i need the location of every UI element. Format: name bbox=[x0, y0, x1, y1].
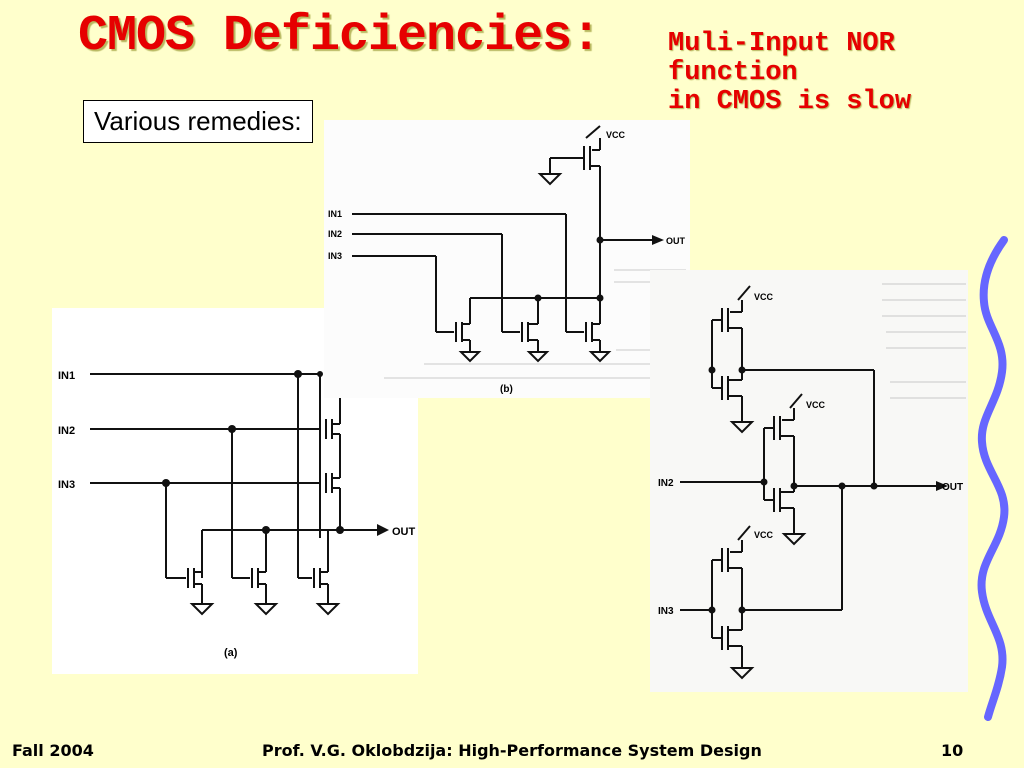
circuit-b-input-1-label: IN1 bbox=[328, 209, 342, 219]
circuit-a-output-label: OUT bbox=[392, 526, 416, 538]
circuit-c-vcc-label-1: VCC bbox=[754, 292, 774, 302]
subtitle-line-2: function bbox=[668, 58, 798, 88]
wavy-border-decoration bbox=[977, 236, 1009, 721]
circuit-b-panel: VCC IN1 IN2 IN3 OUT (b) bbox=[324, 120, 690, 398]
subtitle-line-1: Muli-Input NOR bbox=[668, 29, 895, 59]
footer-page-number: 10 bbox=[941, 741, 964, 760]
circuit-c-output-label: OUT bbox=[942, 482, 963, 493]
circuit-b-input-3-label: IN3 bbox=[328, 251, 342, 261]
footer-date: Fall 2004 bbox=[12, 741, 94, 760]
circuit-a-schematic: IN1 IN2 IN3 OUT (a) bbox=[58, 364, 416, 659]
circuit-c-input-3-label: IN3 bbox=[658, 606, 674, 617]
footer-course: Prof. V.G. Oklobdzija: High-Performance … bbox=[262, 741, 762, 760]
circuit-b-output-label: OUT bbox=[666, 236, 686, 246]
circuit-b-caption: (b) bbox=[500, 384, 513, 395]
slide-subtitle: Muli-Input NOR function in CMOS is slow bbox=[668, 30, 998, 117]
circuit-c-vcc-label-2: VCC bbox=[806, 400, 826, 410]
remedies-callout: Various remedies: bbox=[83, 100, 313, 143]
circuit-b-input-2-label: IN2 bbox=[328, 229, 342, 239]
slide-title: CMOS Deficiencies: bbox=[78, 8, 601, 65]
circuit-b-vcc-label: VCC bbox=[606, 130, 626, 140]
circuit-c-panel: VCC VCC VCC IN2 IN3 OUT bbox=[650, 270, 968, 692]
subtitle-line-3: in CMOS is slow bbox=[668, 87, 912, 117]
circuit-c-input-2-label: IN2 bbox=[658, 478, 674, 489]
circuit-a-input-3-label: IN3 bbox=[58, 479, 75, 491]
circuit-c-schematic: VCC VCC VCC IN2 IN3 OUT bbox=[658, 283, 966, 680]
circuit-a-input-2-label: IN2 bbox=[58, 425, 75, 437]
circuit-c-vcc-label-3: VCC bbox=[754, 530, 774, 540]
circuit-a-input-1-label: IN1 bbox=[58, 370, 75, 382]
circuit-a-caption: (a) bbox=[224, 647, 238, 659]
circuit-b-schematic: VCC IN1 IN2 IN3 OUT (b) bbox=[328, 125, 686, 395]
